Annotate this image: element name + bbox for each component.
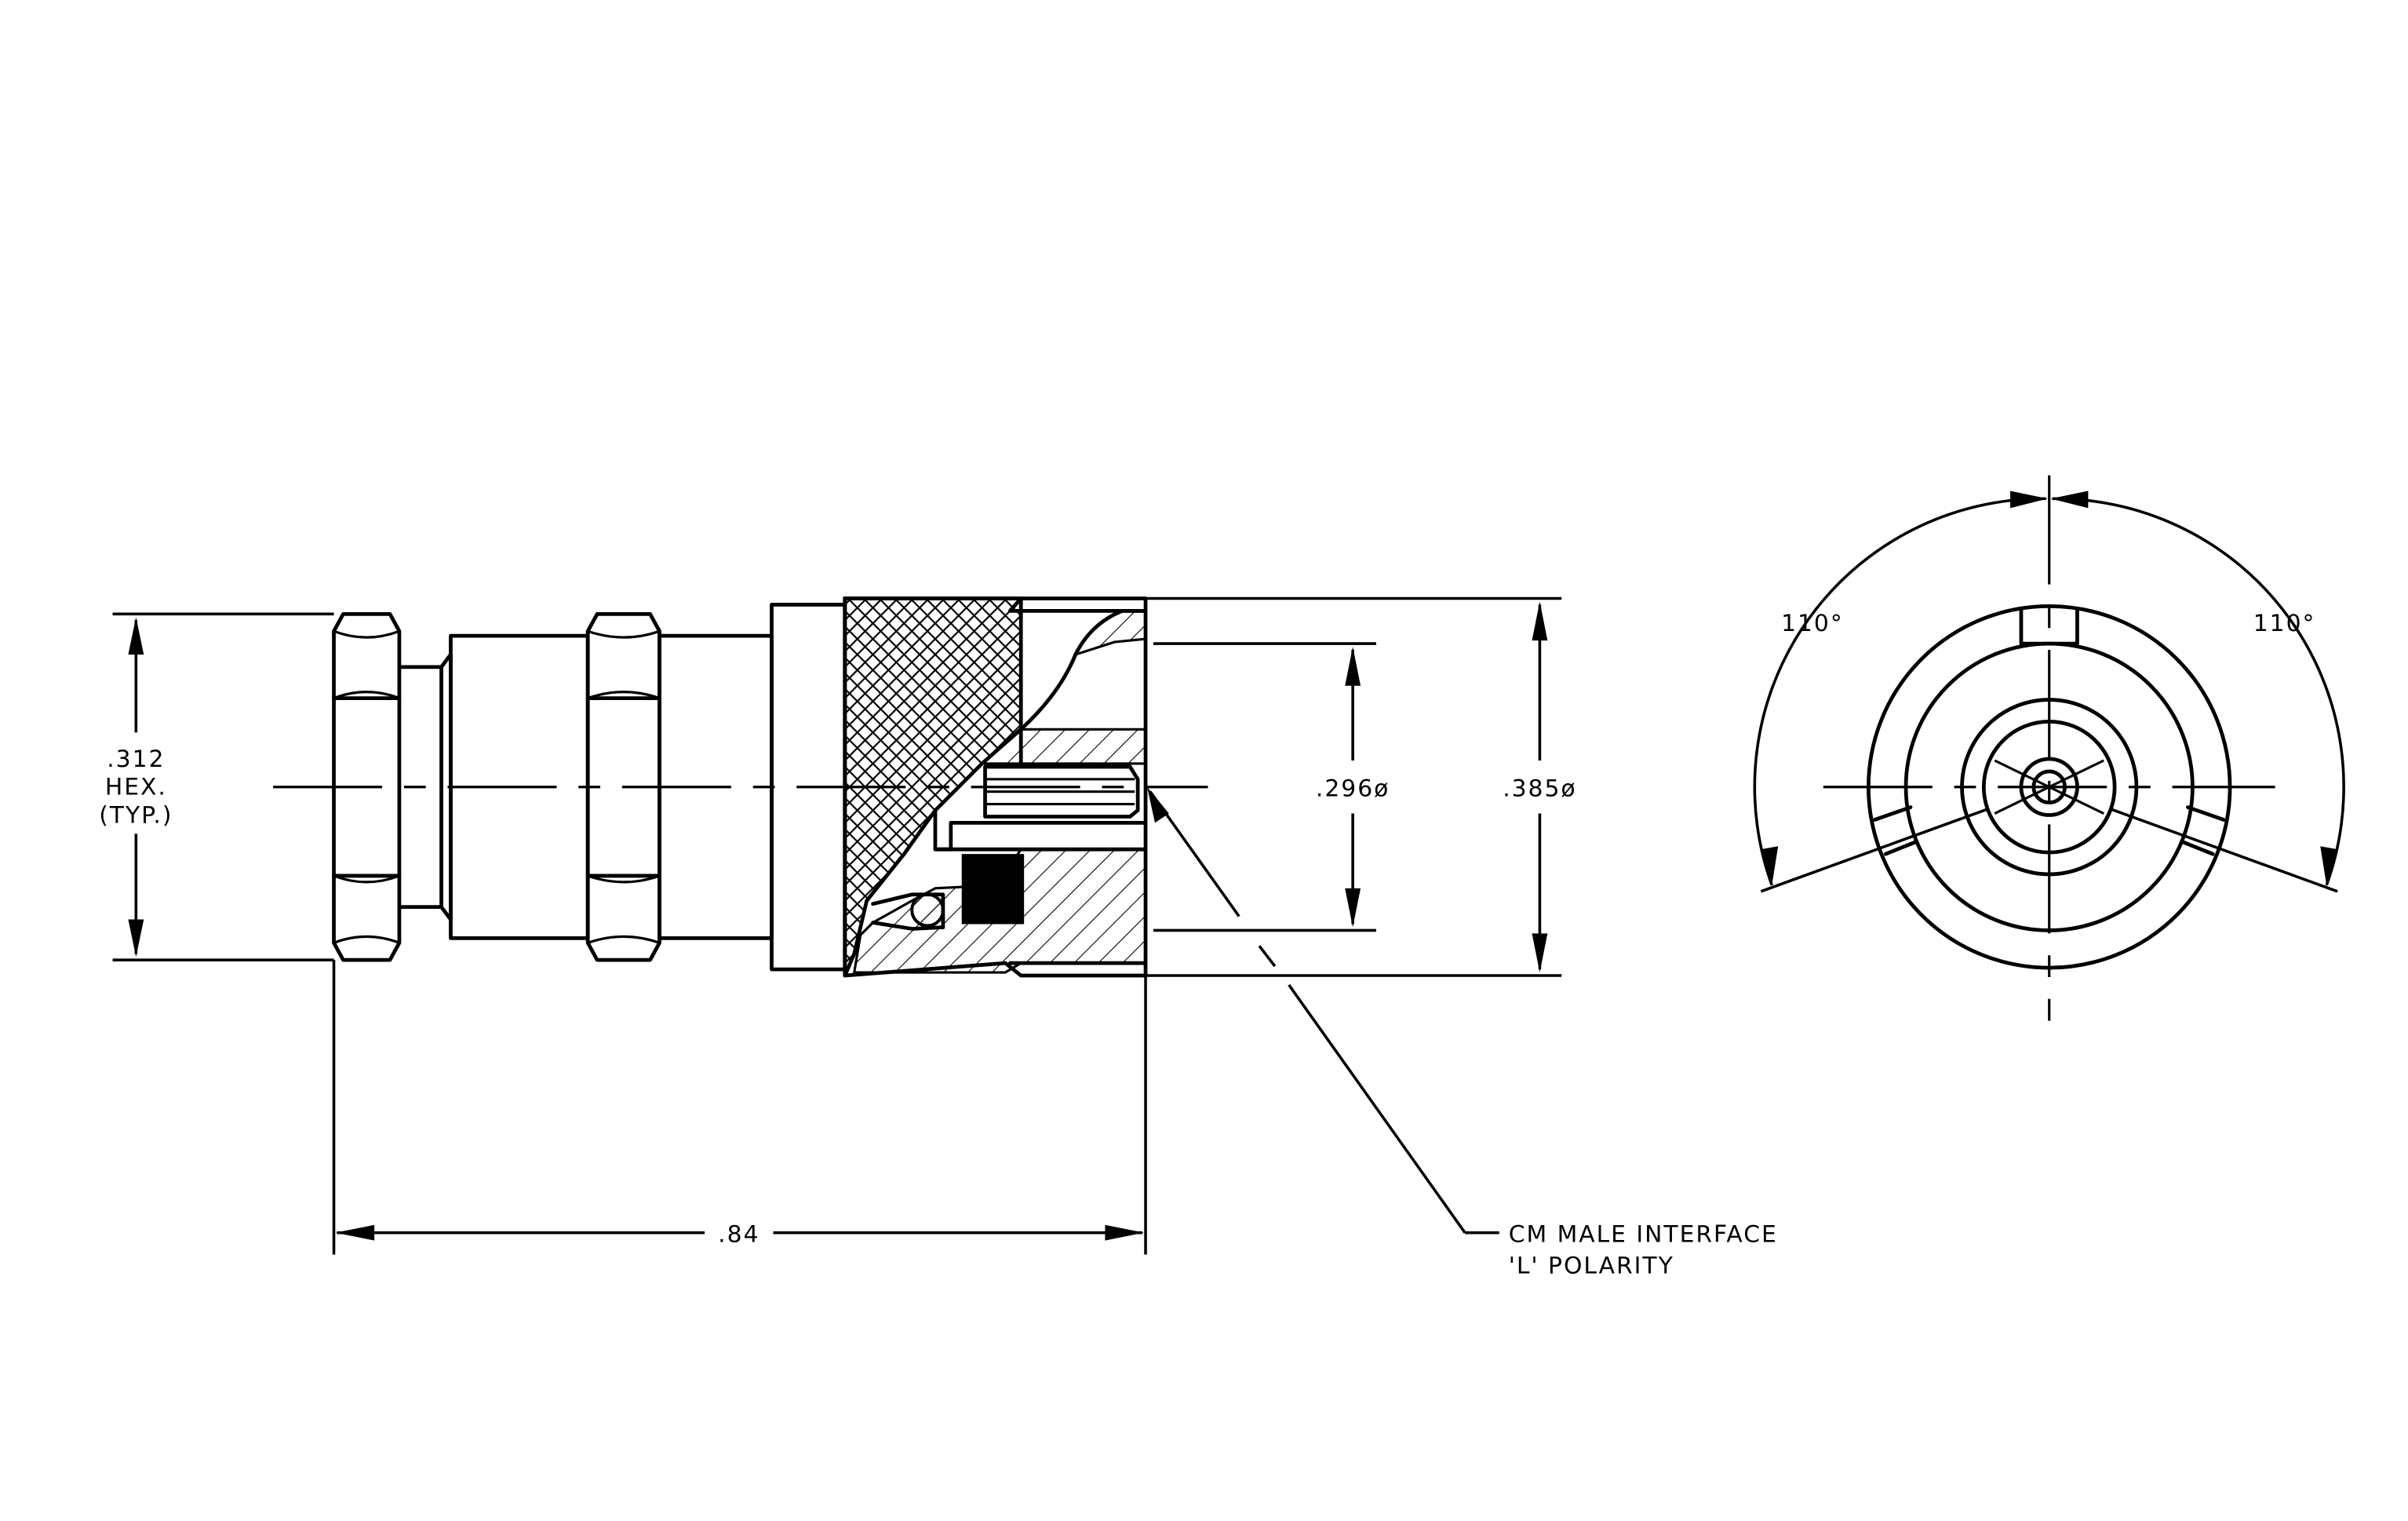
angle-right-label: 110° [2253,610,2316,637]
outer-ring [1866,604,2232,970]
middle-hex-nut [585,611,661,962]
length-label: .84 [718,1221,760,1249]
hex-dimension: .312 HEX. (TYP.) [99,612,334,961]
pin-ring [2019,757,2079,817]
o-ring [910,892,945,928]
note-line-1: CM MALE INTERFACE [1509,1221,1778,1249]
seal-block [961,854,1025,925]
polarity-key-right [2180,805,2226,856]
side-view: .312 HEX. (TYP.) .84 .296ø [99,596,1778,1279]
inner-ring-1 [1960,698,2139,877]
cutaway-section [852,608,1148,974]
outer-diameter-label: .385ø [1503,775,1576,803]
interface-leader: CM MALE INTERFACE 'L' POLARITY [1147,786,1778,1279]
end-view: 110° 110° [1753,475,2345,1021]
hex-typ-label: (TYP.) [99,801,173,829]
hex-size-label: .312 [107,746,165,773]
left-hex-nut [332,611,402,962]
length-dimension: .84 [332,960,1147,1255]
angle-arc-right [2052,497,2345,886]
angle-left-label: 110° [1781,610,1844,637]
polarity-key-left [1872,805,1919,856]
inner-diameter-dimension: .296ø [1153,642,1390,932]
inner-diameter-label: .296ø [1316,775,1390,803]
angle-arc-left [1753,497,2046,886]
polarity-key-top [2019,607,2079,646]
inner-ring-2 [1981,719,2117,855]
hex-word-label: HEX. [105,774,167,801]
pin-core [2031,769,2067,804]
note-line-2: 'L' POLARITY [1509,1252,1674,1279]
outer-diameter-dimension: .385ø [1146,596,1576,977]
